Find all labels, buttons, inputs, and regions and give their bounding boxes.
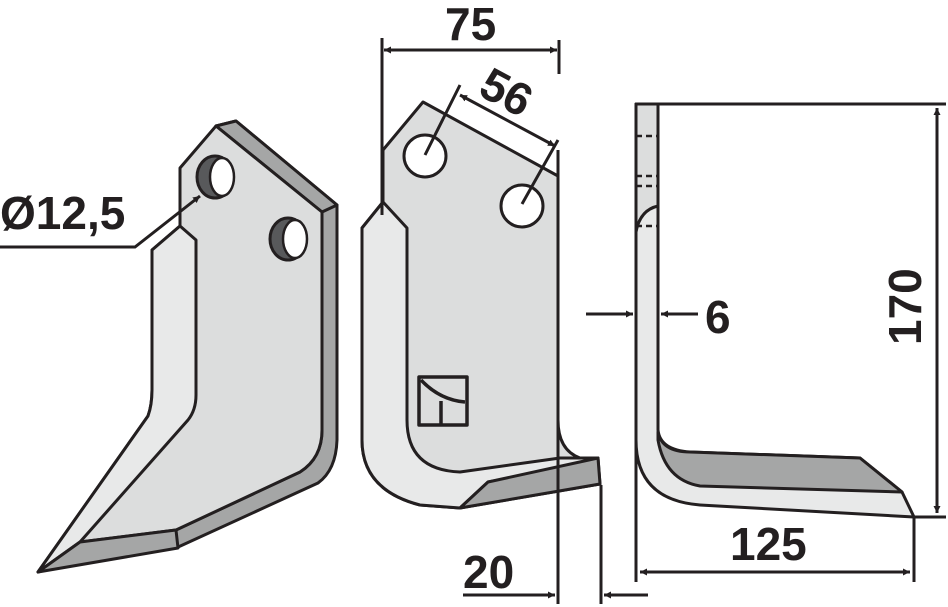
hole-upper: [195, 154, 236, 200]
front-cutting-edge: [458, 456, 602, 510]
perspective-view: [36, 119, 339, 574]
dimension-125: [634, 440, 916, 582]
hole-lower: [268, 216, 309, 262]
hidden-lines: [636, 134, 658, 228]
dimension-20: [463, 150, 648, 604]
thickness-label: 6: [705, 291, 731, 343]
side-bevel: [656, 430, 904, 494]
hole-spacing-label: 56: [472, 57, 542, 127]
dimension-56: [423, 84, 560, 205]
blade-cutting-edge: [36, 528, 180, 574]
front-view: [360, 100, 602, 510]
hole-diameter-callout: [0, 194, 201, 249]
hole-diameter-label: Ø12,5: [0, 187, 125, 239]
length-bottom-label: 125: [730, 518, 807, 570]
dimension-75: [380, 38, 561, 215]
height-label: 170: [879, 268, 931, 345]
maker-symbol-icon: [417, 375, 469, 427]
side-view: [634, 102, 916, 519]
front-hole-lower: [499, 183, 545, 229]
front-hole-upper: [402, 133, 448, 179]
dimension-170: [658, 102, 946, 519]
width-top-label: 75: [445, 0, 496, 50]
offset-bottom-label: 20: [463, 546, 514, 598]
